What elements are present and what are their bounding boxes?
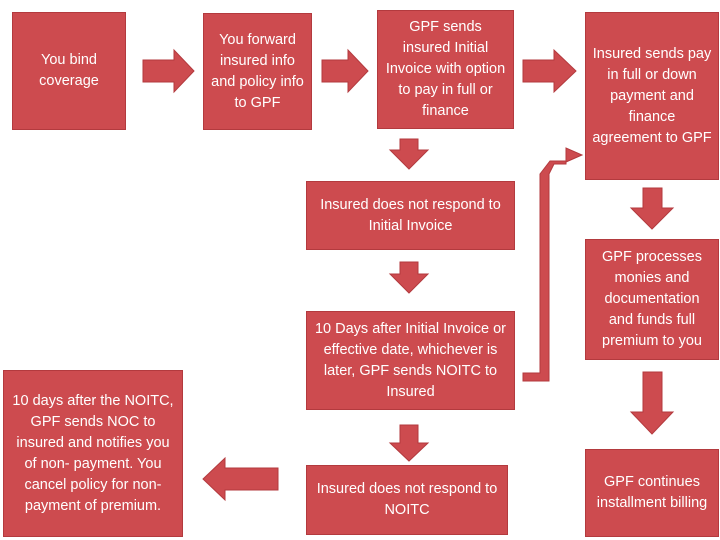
node-no-response-invoice-label: Insured does not respond to Initial Invo…: [320, 196, 501, 234]
node-forward-info: You forward insured info and policy info…: [203, 13, 312, 130]
node-initial-invoice-label: GPF sends insured Initial Invoice with o…: [385, 19, 506, 119]
node-no-response-noitc: Insured does not respond to NOITC: [306, 465, 508, 535]
node-forward-info-label: You forward insured info and policy info…: [211, 31, 304, 111]
arrow-forward-to-invoice: [321, 48, 369, 94]
node-initial-invoice: GPF sends insured Initial Invoice with o…: [377, 10, 514, 129]
arrow-noresp2-to-noc: [202, 456, 279, 502]
node-send-noitc: 10 Days after Initial Invoice or effecti…: [306, 311, 515, 410]
arrow-invoice-to-noresp1: [388, 138, 430, 170]
node-send-noitc-label: 10 Days after Initial Invoice or effecti…: [314, 320, 506, 400]
node-installment-billing-label: GPF continues installment billing: [596, 474, 708, 511]
node-no-response-invoice: Insured does not respond to Initial Invo…: [306, 181, 515, 250]
node-send-noc: 10 days after the NOITC, GPF sends NOC t…: [3, 370, 183, 537]
arrow-invoice-to-pay: [522, 48, 577, 94]
node-bind-coverage: You bind coverage: [12, 12, 126, 130]
node-gpf-processes: GPF processes monies and documentation a…: [585, 239, 719, 360]
arrow-bind-to-forward: [142, 48, 195, 94]
node-installment-billing: GPF continues installment billing: [585, 449, 719, 537]
arrow-noitc-to-pay: [522, 147, 584, 382]
node-insured-pays: Insured sends pay in full or down paymen…: [585, 12, 719, 180]
arrow-noresp1-to-noitc: [388, 261, 430, 294]
node-send-noc-label: 10 days after the NOITC, GPF sends NOC t…: [12, 392, 174, 514]
node-gpf-processes-label: GPF processes monies and documentation a…: [602, 249, 702, 349]
arrow-process-to-billing: [629, 371, 675, 435]
node-bind-coverage-label: You bind coverage: [39, 52, 99, 89]
arrow-noitc-to-noresp2: [388, 424, 430, 462]
node-no-response-noitc-label: Insured does not respond to NOITC: [316, 481, 498, 518]
node-insured-pays-label: Insured sends pay in full or down paymen…: [592, 45, 712, 146]
arrow-pay-to-process: [629, 187, 675, 230]
